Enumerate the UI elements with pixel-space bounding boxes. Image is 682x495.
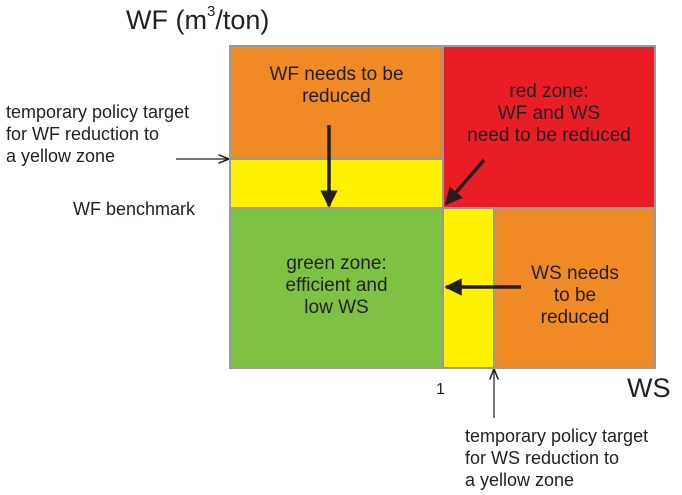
- wf-benchmark-label: WF benchmark: [73, 199, 196, 219]
- y-axis-title: WF (m3/ton): [126, 4, 269, 36]
- x-tick-label: 1: [436, 381, 445, 398]
- wf-reduce-label: WF needs to be reduced: [269, 64, 404, 107]
- x-axis-title: WS: [627, 373, 671, 403]
- green-zone: [230, 208, 443, 368]
- ws-reduce-label: WS needs to be reduced: [531, 263, 619, 328]
- zone-borders: [229, 45, 656, 369]
- diagonal-arrow: [444, 158, 486, 206]
- wf-target-annotation: temporary policy target for WF reduction…: [6, 102, 190, 166]
- wf-reduce-zone: [230, 46, 443, 159]
- green-zone-label: green zone: efficient and low WS: [285, 253, 388, 318]
- y-axis-title-superscript: 3: [206, 3, 216, 20]
- y-axis-title-suffix: /ton): [215, 5, 270, 35]
- red-zone: [443, 46, 655, 208]
- y-axis-title-prefix: WF (m: [126, 5, 207, 35]
- ws-target-annotation: temporary policy target for WS reduction…: [465, 426, 649, 490]
- red-zone-label: red zone: WF and WS need to be reduced: [467, 81, 631, 146]
